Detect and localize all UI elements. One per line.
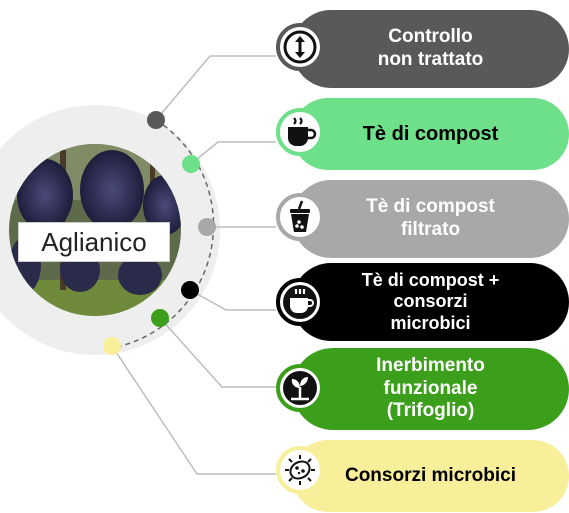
microbe-icon <box>276 446 324 494</box>
treatment-pill-controllo: Controllo non trattato <box>292 10 569 88</box>
treatment-label-consorzi: Consorzi microbici <box>344 464 517 486</box>
treatment-label-te-filtrato: Tè di compost filtrato <box>366 196 495 240</box>
connector-line-5 <box>159 317 276 388</box>
connector-line-4 <box>189 289 276 311</box>
connector-dot-6 <box>103 337 121 355</box>
connector-dot-5 <box>151 309 169 327</box>
treatment-pill-te-compost: Tè di compost <box>292 98 569 170</box>
connector-dot-2 <box>182 155 200 173</box>
treatment-pill-te-consorzi: Tè di compost + consorzi microbici <box>292 263 569 341</box>
connector-arc <box>111 119 215 349</box>
connector-dot-4 <box>181 281 199 299</box>
treatment-label-controllo: Controllo non trattato <box>377 26 484 70</box>
sprout-icon <box>276 364 324 412</box>
treatment-label-te-consorzi: Tè di compost + consorzi microbici <box>361 269 500 333</box>
tea-cup-alert-icon <box>276 278 324 326</box>
treatment-pill-consorzi: Consorzi microbici <box>292 440 569 512</box>
connector-line-1 <box>155 55 276 121</box>
treatment-label-inerbimento: Inerbimento funzionale (Trifoglio) <box>376 354 485 422</box>
treatment-pill-te-filtrato: Tè di compost filtrato <box>292 180 569 258</box>
connector-line-2 <box>190 141 276 165</box>
connector-dot-1 <box>147 111 165 129</box>
treatment-label-te-compost: Tè di compost <box>362 123 499 145</box>
up-down-arrows-icon <box>276 23 324 71</box>
connector-line-6 <box>111 345 276 475</box>
hot-drink-icon <box>276 108 324 156</box>
treatment-pill-inerbimento: Inerbimento funzionale (Trifoglio) <box>292 348 569 430</box>
connector-dot-3 <box>198 218 216 236</box>
hub-label: Aglianico <box>18 222 170 262</box>
bubble-tea-icon <box>276 193 324 241</box>
